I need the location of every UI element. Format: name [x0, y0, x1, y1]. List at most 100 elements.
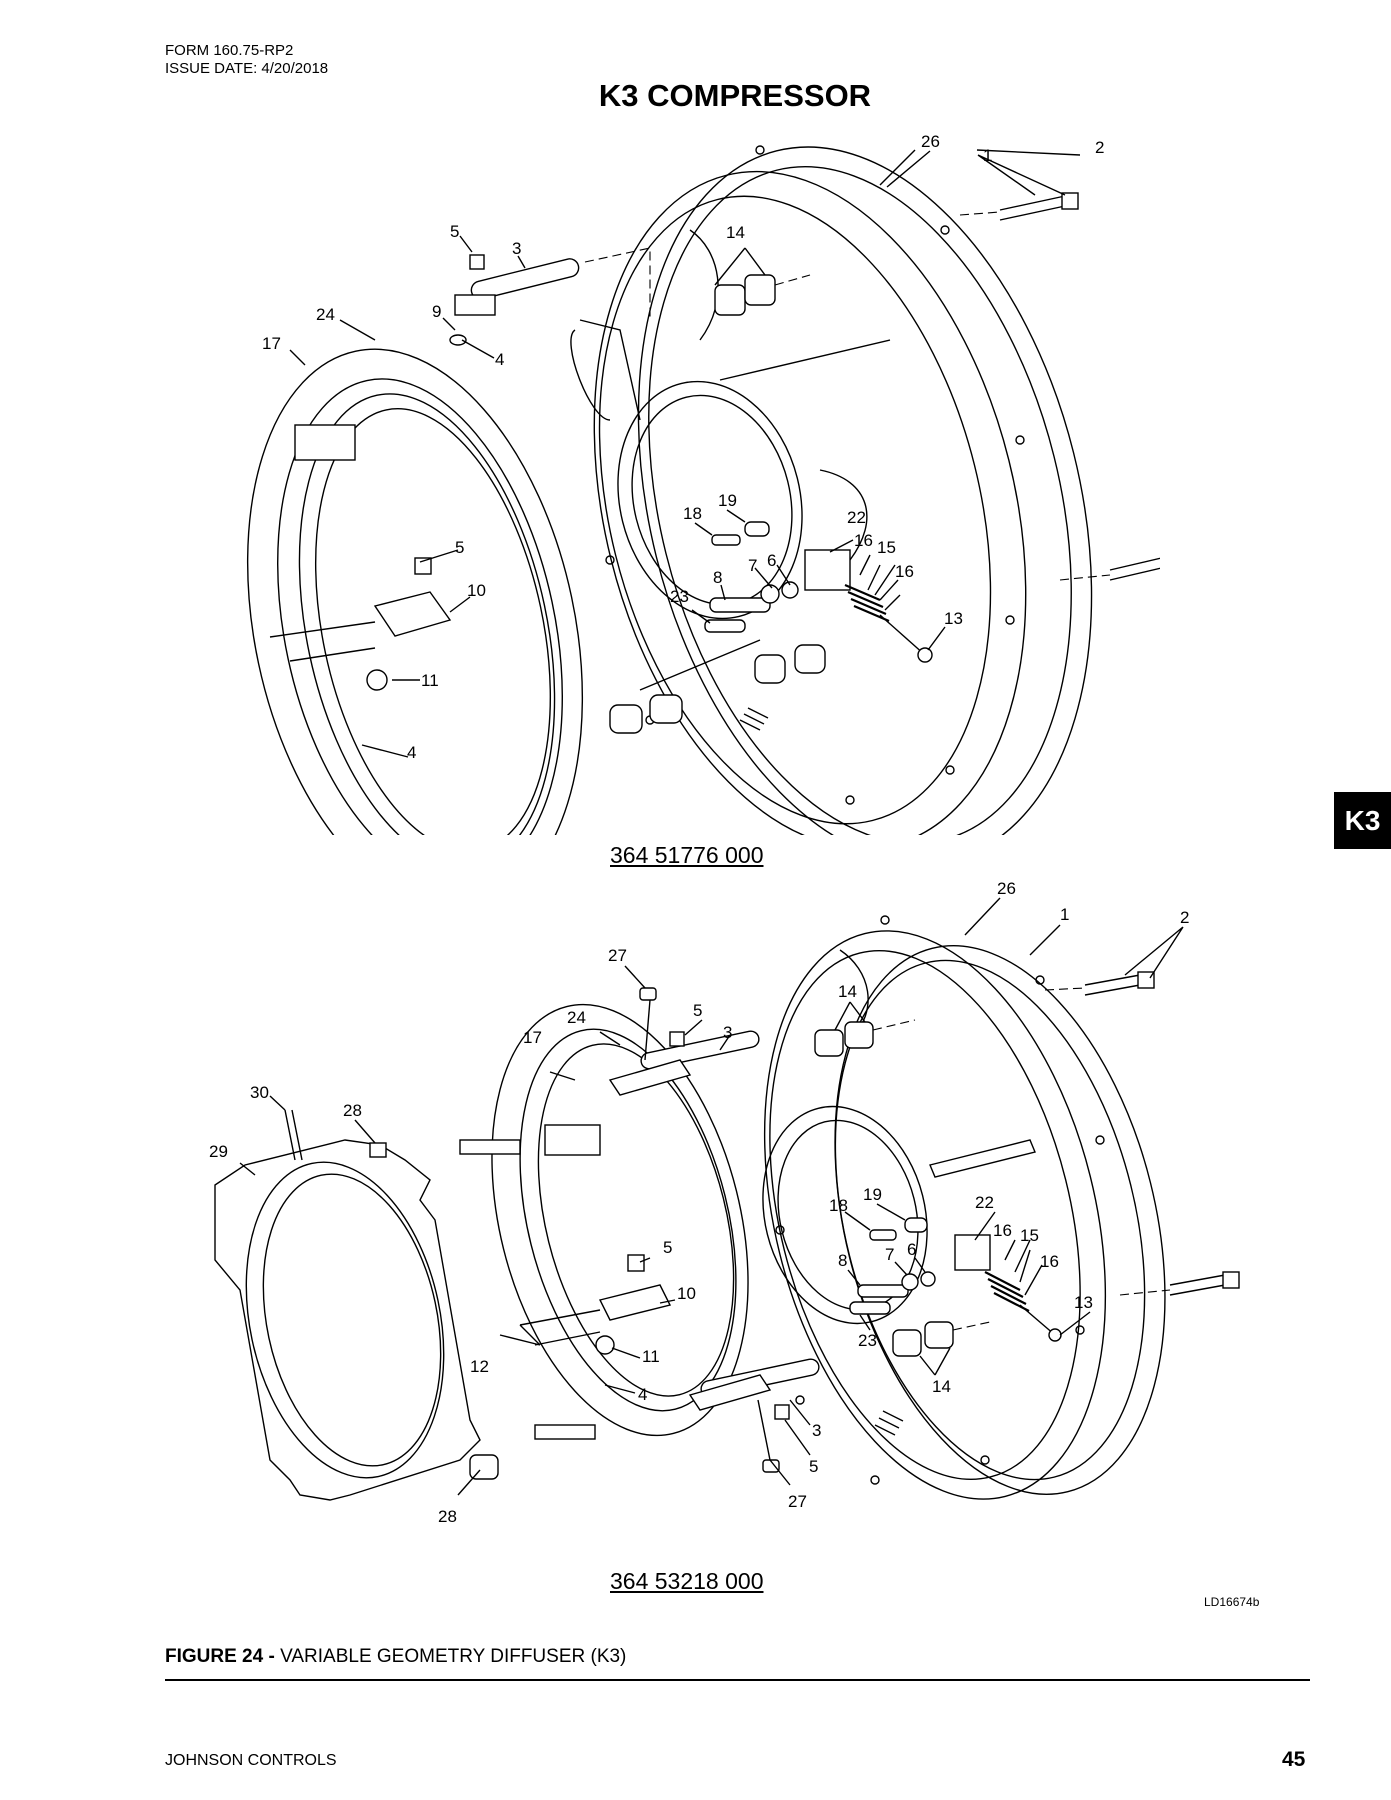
nut-5-lower — [414, 557, 432, 575]
callout: 29 — [209, 1142, 228, 1161]
tab-lower — [534, 1424, 596, 1440]
callout: 16 — [854, 531, 873, 550]
callout: 27 — [608, 946, 627, 965]
callout: 24 — [316, 305, 335, 324]
callout: 27 — [788, 1492, 807, 1511]
callout: 2 — [1180, 908, 1189, 927]
spring-lower — [739, 707, 769, 731]
callout: 6 — [907, 1240, 916, 1259]
washer-6 — [781, 581, 799, 599]
housing-outer-ring — [834, 945, 1166, 1495]
housing-bolt-holes — [775, 915, 1105, 1485]
bushing-lower-b — [649, 694, 683, 724]
part-number-top: 364 51776 000 — [610, 842, 764, 868]
tab-upper — [459, 1139, 521, 1155]
housing-bore — [617, 380, 803, 620]
screw-23 — [704, 619, 746, 633]
bushing-pair-14-lower — [892, 1321, 991, 1357]
studs — [269, 621, 376, 662]
callout: 2 — [1095, 138, 1104, 157]
callout: 19 — [718, 491, 737, 510]
housing-face — [593, 170, 1027, 835]
callout: 1 — [983, 146, 992, 165]
nut-5 — [469, 254, 485, 270]
rod-13 — [879, 614, 926, 656]
bushing-11 — [595, 1335, 615, 1355]
pin-30 — [284, 1109, 303, 1161]
adapter-plate-29 — [214, 1139, 481, 1501]
screw-18 — [869, 1229, 897, 1241]
studs-12 — [519, 1309, 601, 1346]
callout: 3 — [723, 1023, 732, 1042]
callout: 22 — [975, 1193, 994, 1212]
callout: 3 — [812, 1421, 821, 1440]
part-number-bottom: 364 53218 000 — [610, 1568, 764, 1594]
bracket-10 — [598, 1284, 672, 1321]
callout: 15 — [1020, 1226, 1039, 1245]
callout: 5 — [693, 1001, 702, 1020]
callout: 24 — [567, 1008, 586, 1027]
callout: 11 — [642, 1347, 660, 1366]
pin-19 — [904, 1217, 928, 1233]
callout: 5 — [455, 538, 464, 557]
callout: 4 — [495, 350, 504, 369]
bushing-11 — [366, 669, 388, 691]
callout: 13 — [1074, 1293, 1093, 1312]
callout: 15 — [877, 538, 896, 557]
callout: 7 — [885, 1245, 894, 1264]
spring-lower — [874, 1410, 904, 1436]
callout: 23 — [858, 1331, 877, 1350]
callout: 6 — [767, 551, 776, 570]
callout: 26 — [921, 132, 940, 151]
callout: 14 — [932, 1377, 951, 1396]
footer-company: JOHNSON CONTROLS — [165, 1752, 337, 1769]
bushing-pair-14-upper — [814, 1019, 916, 1057]
block-22 — [804, 549, 851, 591]
link-bar-lower — [688, 1374, 772, 1411]
callout: 18 — [683, 504, 702, 523]
washer-6 — [920, 1271, 936, 1287]
housing-face — [763, 930, 1107, 1500]
drive-ring-24 — [491, 1003, 749, 1437]
washer-7 — [901, 1273, 919, 1291]
callout: 16 — [895, 562, 914, 581]
page-number: 45 — [1282, 1748, 1306, 1771]
callout: 17 — [262, 334, 281, 353]
pin-8 — [709, 597, 771, 613]
figure-caption: FIGURE 24 - VARIABLE GEOMETRY DIFFUSER (… — [165, 1646, 626, 1668]
callout: 8 — [713, 568, 722, 587]
clamp-upper — [294, 424, 356, 461]
spring-15 — [984, 1271, 1030, 1312]
shaft-3-upper — [640, 1030, 760, 1070]
callout: 16 — [1040, 1252, 1059, 1271]
callout: 5 — [450, 222, 459, 241]
section-tab[interactable]: K3 — [1334, 792, 1391, 849]
drive-ring-24 — [246, 348, 584, 835]
nut-5-lower — [774, 1404, 790, 1420]
housing-outer-ring — [637, 146, 1093, 835]
lever-9 — [454, 294, 496, 316]
callout: 19 — [863, 1185, 882, 1204]
nut-5-upper — [669, 1031, 685, 1047]
callout: 12 — [470, 1357, 489, 1376]
caption-divider — [165, 1679, 1310, 1681]
bushing-pair-14 — [714, 274, 811, 316]
callout: 10 — [677, 1284, 696, 1303]
callout: 28 — [343, 1101, 362, 1120]
screw-23 — [849, 1301, 891, 1315]
shaft-3 — [470, 247, 651, 320]
pin-19 — [744, 521, 770, 537]
housing-bore — [762, 1105, 928, 1325]
link-bar-upper — [608, 1059, 692, 1096]
form-header: FORM 160.75-RP2 ISSUE DATE: 4/20/2018 — [165, 42, 328, 78]
callout: 1 — [1060, 905, 1069, 924]
page-title: K3 COMPRESSOR — [598, 78, 872, 113]
callout: 14 — [726, 223, 745, 242]
bolt-pair-lower — [1119, 1271, 1240, 1296]
callout: 11 — [421, 671, 439, 690]
callout: 5 — [663, 1238, 672, 1257]
callout: 8 — [838, 1251, 847, 1270]
exploded-view-diagram-bottom: 26 1 2 27 14 5 3 24 17 30 28 29 19 18 22… — [209, 879, 1240, 1526]
block-28-upper — [369, 1142, 387, 1158]
callout: 13 — [944, 609, 963, 628]
